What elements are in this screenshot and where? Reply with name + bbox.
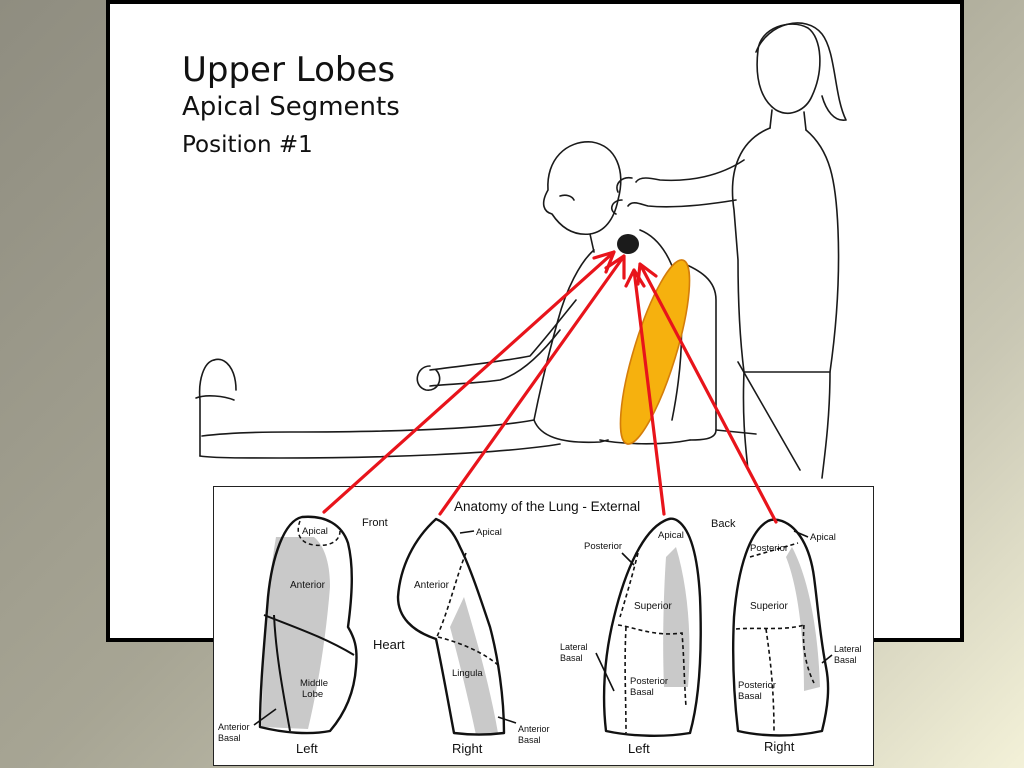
front-left-side-label: Left bbox=[296, 741, 318, 756]
front-right-lingula: Lingula bbox=[452, 668, 483, 679]
front-right-anterior-basal-1: Anterior bbox=[518, 724, 550, 734]
back-left-lateral-basal-2: Basal bbox=[560, 653, 583, 663]
back-right-lateral-basal-1: Lateral bbox=[834, 644, 862, 654]
lung-back-right: Posterior Apical Superior Lateral Basal … bbox=[732, 518, 862, 754]
back-left-side-label: Left bbox=[628, 741, 650, 756]
lung-front-left: Apical Anterior Middle Lobe Anterior Bas… bbox=[218, 515, 358, 756]
therapist-arm bbox=[627, 159, 745, 208]
back-label: Back bbox=[711, 518, 736, 530]
lung-back-left: Posterior Apical Superior Lateral Basal … bbox=[560, 517, 702, 756]
therapist-head bbox=[756, 23, 821, 114]
heart-label: Heart bbox=[373, 637, 405, 652]
patient-head bbox=[542, 141, 622, 236]
front-right-side-label: Right bbox=[452, 741, 483, 756]
back-right-apical: Apical bbox=[810, 532, 836, 543]
therapist-torso bbox=[731, 127, 840, 373]
front-left-anterior: Anterior bbox=[290, 580, 326, 591]
front-left-middle-lobe-2: Lobe bbox=[302, 689, 323, 700]
back-right-side-label: Right bbox=[764, 739, 795, 754]
front-left-anterior-basal-2: Basal bbox=[218, 733, 241, 743]
lung-front-right: Apical Anterior Lingula Anterior Basal R… bbox=[396, 517, 550, 756]
back-left-superior: Superior bbox=[634, 601, 672, 612]
back-right-superior: Superior bbox=[750, 601, 788, 612]
position-label: Position #1 bbox=[182, 132, 313, 158]
patient-legs bbox=[199, 419, 561, 459]
front-label: Front bbox=[362, 517, 388, 529]
front-left-anterior-basal-1: Anterior bbox=[218, 722, 250, 732]
front-left-apical: Apical bbox=[302, 526, 328, 537]
back-left-posterior-basal-1: Posterior bbox=[630, 676, 668, 687]
pillow bbox=[619, 259, 691, 445]
front-right-apical: Apical bbox=[476, 527, 502, 538]
bed-edge bbox=[737, 361, 801, 471]
back-left-posterior-basal-2: Basal bbox=[630, 687, 654, 698]
slide-subtitle: Apical Segments bbox=[182, 92, 400, 122]
back-right-posterior-basal-1: Posterior bbox=[738, 680, 776, 691]
back-left-apical: Apical bbox=[658, 530, 684, 541]
apical-highlight bbox=[617, 234, 639, 254]
back-right-posterior-basal-2: Basal bbox=[738, 691, 762, 702]
inset-title: Anatomy of the Lung - External bbox=[454, 499, 640, 514]
patient-torso bbox=[533, 249, 609, 444]
lung-anatomy-inset: Anatomy of the Lung - External Front Bac… bbox=[213, 486, 874, 766]
front-right-anterior: Anterior bbox=[414, 580, 450, 591]
back-right-posterior: Posterior bbox=[750, 543, 788, 554]
back-left-posterior: Posterior bbox=[584, 541, 622, 552]
therapist-hair bbox=[755, 22, 847, 121]
back-right-lateral-basal-2: Basal bbox=[834, 655, 857, 665]
front-right-anterior-basal-2: Basal bbox=[518, 735, 541, 745]
back-left-lateral-basal-1: Lateral bbox=[560, 642, 588, 652]
front-left-middle-lobe-1: Middle bbox=[300, 678, 328, 689]
slide-title: Upper Lobes bbox=[182, 50, 396, 90]
patient-arm bbox=[429, 299, 577, 387]
